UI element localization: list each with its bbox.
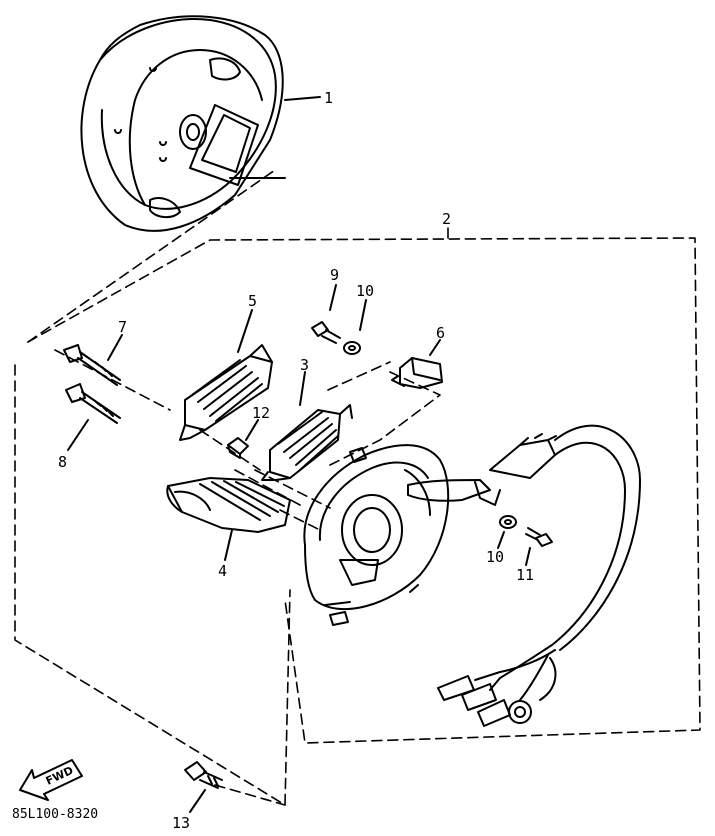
- callout-5: 5: [248, 292, 257, 310]
- washer-part-10-upper: [343, 299, 367, 355]
- stator-base-plate: [303, 444, 450, 626]
- bolt-part-8: [65, 383, 121, 451]
- collar-part-12: [227, 419, 259, 459]
- screw-part-11: [525, 527, 553, 566]
- callout-7: 7: [118, 318, 127, 336]
- bracket-part-6: [391, 339, 443, 389]
- callout-2: 2: [442, 210, 451, 228]
- wire-harness: [407, 424, 641, 727]
- callout-3: 3: [300, 356, 309, 374]
- callout-12: 12: [252, 404, 270, 422]
- screw-part-9: [311, 284, 341, 344]
- callout-10-lower: 10: [486, 548, 504, 566]
- callout-9: 9: [330, 266, 339, 284]
- bolt-part-7: [63, 334, 123, 386]
- rotor-part: [80, 15, 321, 232]
- callout-13: 13: [172, 814, 190, 832]
- bolt-part-13: [184, 761, 223, 813]
- diagram-code: 85L100-8320: [12, 807, 98, 822]
- coil-part-5: [179, 309, 273, 441]
- callout-4: 4: [218, 562, 227, 580]
- washer-part-10-lower: [497, 515, 517, 549]
- callout-10-upper: 10: [356, 282, 374, 300]
- callout-1: 1: [324, 89, 333, 107]
- callout-11: 11: [516, 566, 534, 584]
- callout-8: 8: [58, 453, 67, 471]
- leader-line-1: [284, 96, 321, 101]
- coil-part-3: [261, 371, 353, 481]
- forward-arrow: [19, 759, 83, 801]
- fwd-arrow-text: FWD: [44, 764, 76, 788]
- coil-part-4: [166, 477, 291, 561]
- callout-6: 6: [436, 324, 445, 342]
- stator-assembly-outline: [14, 169, 701, 806]
